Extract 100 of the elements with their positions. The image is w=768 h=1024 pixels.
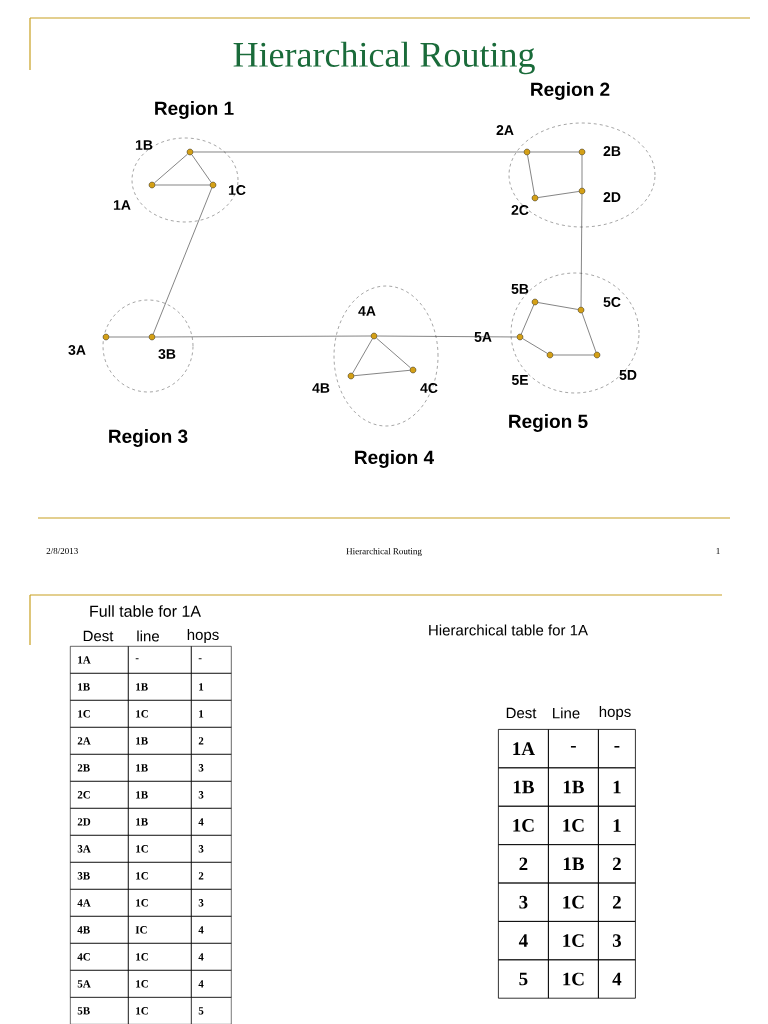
node-label: 2C bbox=[511, 205, 529, 215]
table-cell: 1 bbox=[191, 700, 232, 728]
table-cell: - bbox=[598, 729, 636, 769]
router: 5D bbox=[593, 351, 637, 380]
table-cell: 1A bbox=[498, 729, 549, 769]
table-cell: 1B bbox=[70, 673, 129, 701]
table-cell: - bbox=[128, 646, 192, 674]
node-label: 1B bbox=[135, 140, 153, 150]
table-cell: - bbox=[191, 646, 232, 674]
table-cell: 2 bbox=[191, 862, 232, 890]
table-cell: 1B bbox=[128, 808, 192, 836]
router: 5B bbox=[511, 284, 539, 306]
link-line bbox=[352, 338, 373, 374]
table-cell: 3B bbox=[70, 862, 129, 890]
table-cell: 1C bbox=[128, 835, 192, 863]
table-cell: IC bbox=[128, 916, 192, 944]
table-cell: 2 bbox=[191, 727, 232, 755]
table-cell: 1 bbox=[191, 673, 232, 701]
table-cell: 3 bbox=[498, 882, 549, 922]
table-cell: 1C bbox=[128, 943, 192, 971]
link-line bbox=[520, 304, 535, 335]
table-cell: 1B bbox=[548, 767, 599, 807]
table-cell: 1B bbox=[128, 781, 192, 809]
link-line bbox=[108, 336, 150, 338]
table-title: Hierarchical table for 1A bbox=[429, 624, 588, 636]
table-cell: 4 bbox=[598, 959, 636, 999]
table-cell: 1C bbox=[128, 997, 192, 1024]
router: 5A bbox=[474, 332, 524, 342]
table-cell: 1C bbox=[128, 970, 192, 998]
node-label: 5D bbox=[619, 370, 637, 380]
table-cell: 5 bbox=[191, 997, 232, 1024]
link-line bbox=[537, 191, 580, 198]
node-label: Region 3 bbox=[109, 429, 188, 447]
table-cell: 1C bbox=[548, 805, 599, 845]
link-line bbox=[527, 154, 535, 196]
footer-title: Hierarchical Routing bbox=[346, 547, 422, 557]
table-cell: 1C bbox=[128, 889, 192, 917]
link-line bbox=[580, 193, 583, 308]
router: 1C bbox=[209, 181, 246, 195]
router: 2D bbox=[578, 187, 621, 202]
node-label: 2A bbox=[496, 125, 514, 135]
table-cell: 3 bbox=[598, 921, 636, 961]
router: 5C bbox=[577, 297, 621, 314]
router: 3B bbox=[148, 333, 176, 359]
link-line bbox=[552, 354, 595, 356]
node-label: 5C bbox=[603, 297, 621, 307]
link-line bbox=[191, 154, 212, 183]
router: 4B bbox=[312, 372, 355, 393]
slide-title: Hierarchical Routing bbox=[233, 41, 535, 75]
router: 2A bbox=[496, 125, 531, 156]
column-header: line bbox=[137, 630, 159, 642]
table-cell: 5A bbox=[70, 970, 129, 998]
link-line bbox=[152, 187, 213, 335]
table-cell: 4 bbox=[191, 943, 232, 971]
link-line bbox=[376, 337, 411, 369]
node-label: 3A bbox=[68, 345, 86, 355]
router: 3A bbox=[68, 333, 110, 355]
table-cell: 4 bbox=[191, 970, 232, 998]
link-line bbox=[154, 184, 211, 186]
table-cell: 1C bbox=[548, 882, 599, 922]
table-cell: 4 bbox=[191, 916, 232, 944]
table-cell: 1C bbox=[128, 862, 192, 890]
link-line bbox=[154, 153, 188, 184]
router: 5E bbox=[511, 351, 554, 385]
link-line bbox=[376, 335, 518, 338]
table-cell: 4C bbox=[70, 943, 129, 971]
table-cell: 2B bbox=[70, 754, 129, 782]
column-header: hops bbox=[599, 706, 631, 720]
table-cell: - bbox=[548, 729, 599, 769]
link-line bbox=[529, 151, 580, 153]
node-label: 5B bbox=[511, 284, 529, 294]
link-line bbox=[522, 338, 548, 354]
table-cell: 5 bbox=[498, 959, 549, 999]
table-cell: 3 bbox=[191, 754, 232, 782]
link-line bbox=[537, 302, 579, 310]
column-header: Dest bbox=[83, 630, 114, 642]
table-cell: 1C bbox=[548, 959, 599, 999]
page-number: 1 bbox=[716, 548, 720, 554]
table-cell: 4 bbox=[498, 921, 549, 961]
router: 1B bbox=[135, 140, 194, 156]
router: 1A bbox=[113, 181, 156, 210]
link-line bbox=[154, 335, 372, 338]
table-cell: 1C bbox=[498, 805, 549, 845]
table-cell: 2C bbox=[70, 781, 129, 809]
node-label: 5E bbox=[511, 375, 529, 385]
node-label: 5A bbox=[474, 332, 492, 342]
column-header: Dest bbox=[506, 707, 537, 719]
table-cell: 1B bbox=[128, 673, 192, 701]
table-cell: 1C bbox=[548, 921, 599, 961]
table-cell: 2 bbox=[498, 844, 549, 884]
link-line bbox=[353, 370, 411, 376]
table-cell: 3 bbox=[191, 835, 232, 863]
node-label: Region 2 bbox=[531, 82, 610, 100]
table-cell: 3A bbox=[70, 835, 129, 863]
link-line bbox=[192, 151, 525, 153]
table-cell: 3 bbox=[191, 889, 232, 917]
link-line bbox=[581, 312, 597, 353]
table-cell: 1B bbox=[128, 754, 192, 782]
node-label: 1A bbox=[113, 200, 131, 210]
node-label: 3B bbox=[158, 349, 176, 359]
